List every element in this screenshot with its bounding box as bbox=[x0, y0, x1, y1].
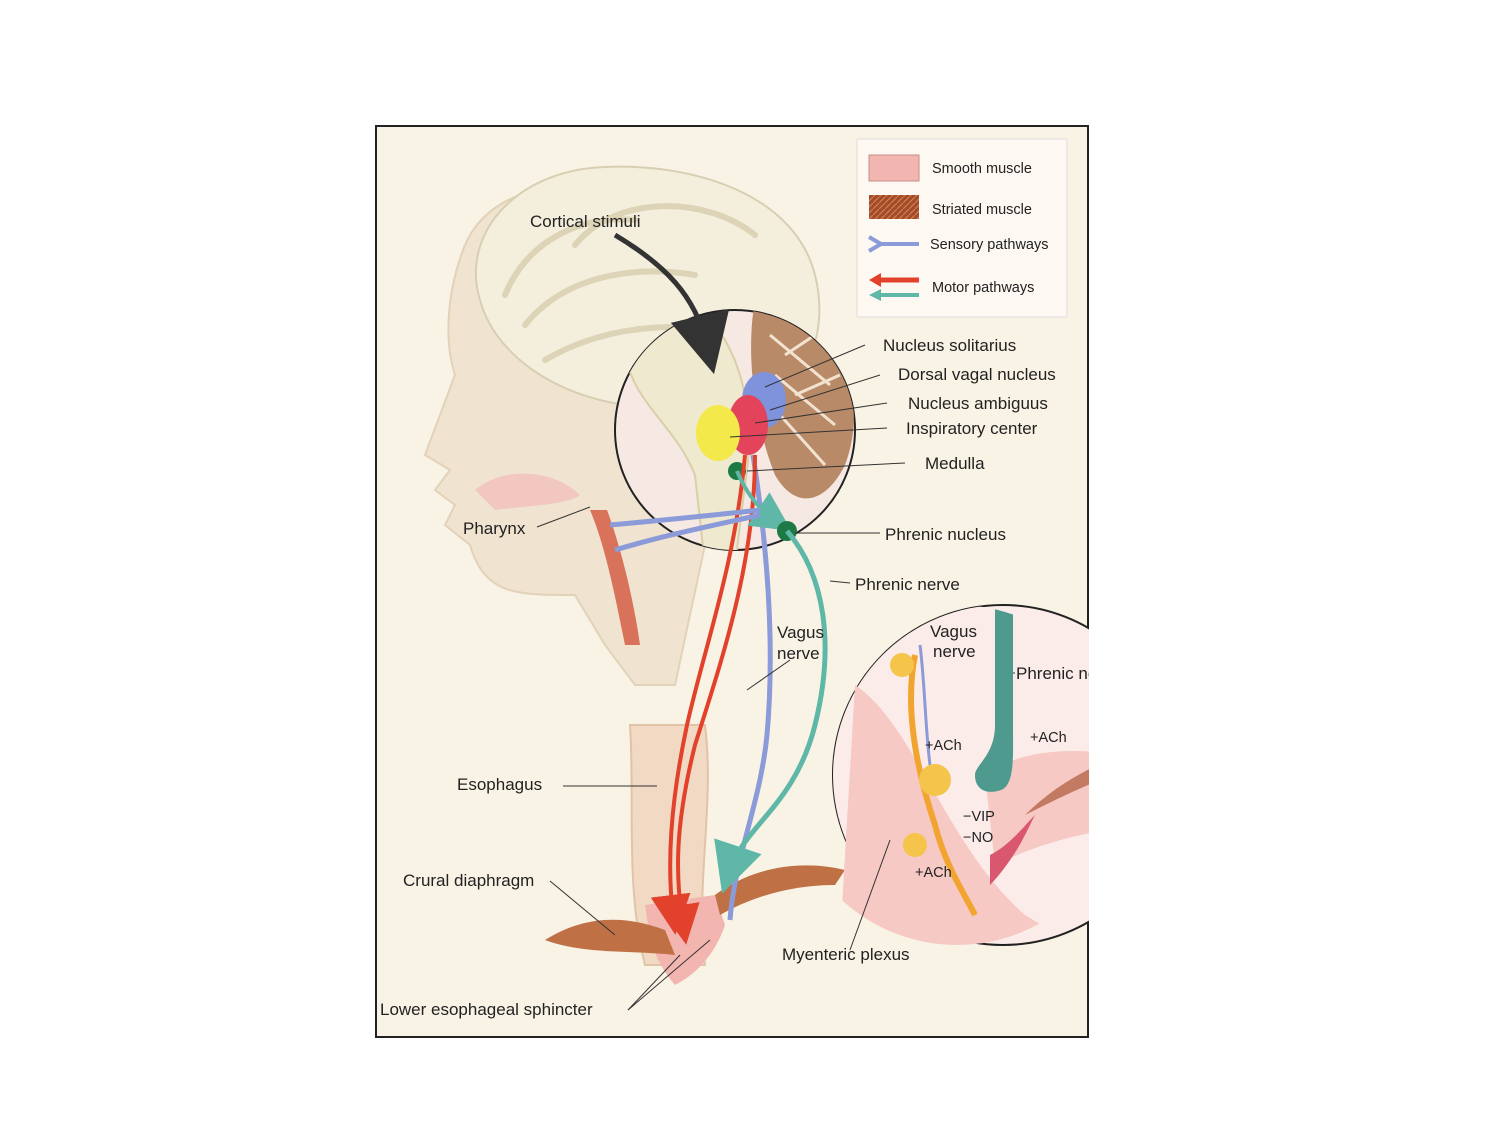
label-dorsal-vagal-nucleus: Dorsal vagal nucleus bbox=[898, 365, 1056, 384]
motor-red-arrow-icon bbox=[869, 273, 881, 287]
label-esophagus: Esophagus bbox=[457, 775, 542, 794]
inset-label-no: −NO bbox=[963, 830, 993, 846]
legend-smooth-muscle: Smooth muscle bbox=[932, 161, 1032, 177]
inset-label-vip: −VIP bbox=[963, 809, 995, 825]
leader-lines bbox=[536, 344, 906, 1011]
label-crural-diaphragm: Crural diaphragm bbox=[403, 871, 534, 890]
label-cortical-stimuli: Cortical stimuli bbox=[530, 212, 641, 231]
label-vagus-nerve-line2: nerve bbox=[777, 644, 820, 663]
legend-motor-pathways: Motor pathways bbox=[932, 280, 1034, 296]
label-inspiratory-center: Inspiratory center bbox=[906, 419, 1038, 438]
legend: Smooth muscle Striated muscle Sensory pa… bbox=[856, 138, 1068, 318]
legend-sensory-pathways: Sensory pathways bbox=[930, 237, 1048, 253]
phrenic-tract bbox=[735, 470, 792, 532]
label-myenteric-plexus: Myenteric plexus bbox=[782, 945, 910, 964]
label-phrenic-nucleus: Phrenic nucleus bbox=[885, 525, 1006, 544]
inset-label-phrenic-nerve: Phrenic nerve bbox=[1016, 664, 1089, 683]
inspiratory-center-shape bbox=[696, 405, 740, 461]
oral-cavity bbox=[475, 473, 580, 510]
pharynx-muscle bbox=[590, 510, 640, 645]
cortical-stimuli-arrow bbox=[613, 232, 730, 375]
esophageal-innervation-diagram: Smooth muscle Striated muscle Sensory pa… bbox=[375, 125, 1089, 1038]
vagus-motor-path-2 bbox=[650, 454, 747, 935]
sensory-pathways-icon bbox=[867, 235, 919, 253]
legend-striated-muscle: Striated muscle bbox=[932, 202, 1032, 218]
motor-teal-arrow-icon bbox=[869, 289, 881, 301]
inset-label-vagus-line1: Vagus bbox=[930, 622, 977, 641]
pathways bbox=[609, 454, 828, 945]
striated-muscle-swatch bbox=[869, 195, 919, 219]
inset-label-vagus-line2: nerve bbox=[933, 642, 976, 661]
label-medulla: Medulla bbox=[925, 454, 985, 473]
label-phrenic-nerve: Phrenic nerve bbox=[855, 575, 960, 594]
inset-label-ach-3: +ACh bbox=[915, 865, 952, 881]
inset-label-ach-2: +ACh bbox=[1030, 730, 1067, 746]
label-vagus-nerve-line1: Vagus bbox=[777, 623, 824, 642]
inset-label-ach-1: +ACh bbox=[925, 738, 962, 754]
myenteric-inset bbox=[832, 604, 1089, 946]
label-nucleus-solitarius: Nucleus solitarius bbox=[883, 336, 1016, 355]
phrenic-nerve-path bbox=[714, 529, 828, 894]
label-nucleus-ambiguus: Nucleus ambiguus bbox=[908, 394, 1048, 413]
vagus-motor-path bbox=[660, 454, 757, 945]
label-pharynx: Pharynx bbox=[463, 519, 526, 538]
label-lower-esophageal-sphincter: Lower esophageal sphincter bbox=[380, 1000, 593, 1019]
smooth-muscle-swatch bbox=[868, 154, 920, 182]
pharynx-sensory-path bbox=[609, 507, 761, 553]
diagram-canvas: Smooth muscle Striated muscle Sensory pa… bbox=[375, 125, 1089, 1038]
